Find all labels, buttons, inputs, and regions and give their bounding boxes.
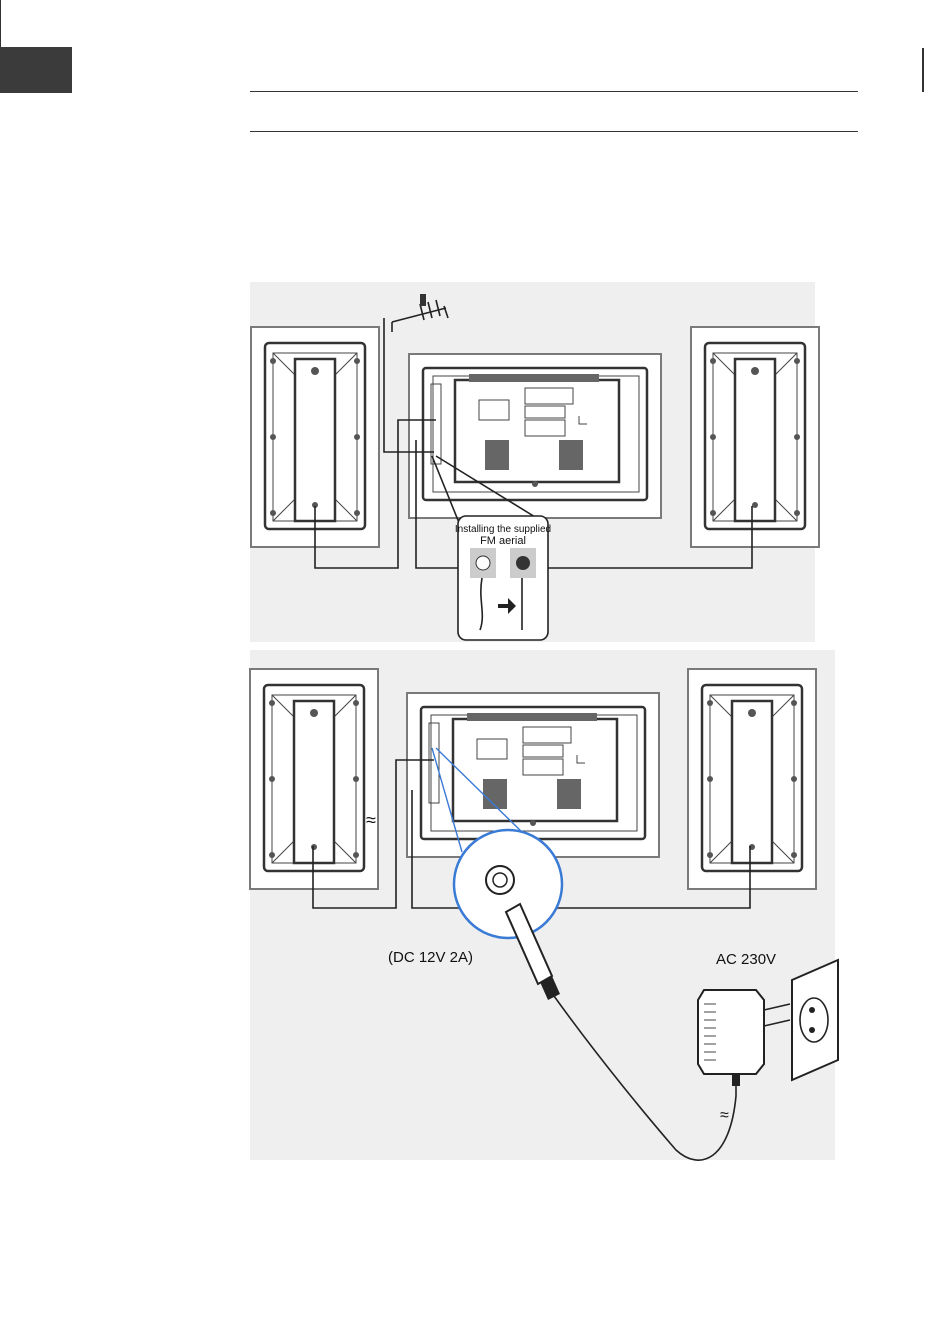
figure-bottom: ≈ (DC 12V 2A) AC 230V ≈	[250, 650, 838, 1160]
speaker-right-top	[691, 327, 819, 547]
inset-title-line2: FM aerial	[480, 535, 526, 547]
main-unit-bottom	[407, 693, 659, 857]
approx-symbol-cable: ≈	[720, 1107, 729, 1124]
approx-symbol-left: ≈	[366, 810, 376, 830]
figure-top: Installing the supplied FM aerial	[250, 282, 819, 642]
dc-label: (DC 12V 2A)	[388, 949, 473, 966]
speaker-right-bottom	[688, 669, 816, 889]
fm-aerial-inset: Installing the supplied FM aerial	[455, 516, 551, 640]
inset-title-line1: Installing the supplied	[455, 524, 551, 535]
speaker-left-bottom	[250, 669, 378, 889]
wall-socket-icon	[792, 960, 838, 1080]
dc-socket-zoom	[454, 830, 562, 938]
ac-label: AC 230V	[716, 951, 776, 968]
